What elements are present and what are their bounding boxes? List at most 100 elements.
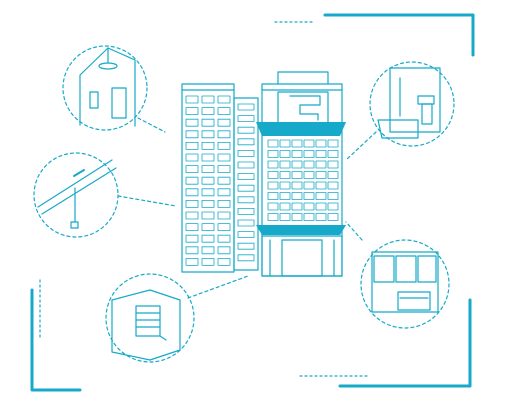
window — [185, 118, 199, 127]
window — [217, 118, 231, 127]
kitchen-callout — [345, 221, 450, 329]
window — [217, 234, 231, 243]
window — [185, 130, 199, 139]
balcony-window — [237, 207, 255, 215]
frame-corners — [30, 13, 475, 392]
left-tower-balcony-windows — [237, 103, 255, 262]
ceiling-lamp-icon — [98, 62, 118, 70]
window — [201, 176, 215, 185]
window — [185, 107, 199, 115]
window — [217, 211, 231, 220]
balcony-window — [291, 181, 303, 190]
balcony-window — [237, 219, 255, 227]
balcony-window — [267, 139, 279, 148]
window — [201, 234, 215, 243]
window — [217, 188, 231, 197]
balcony-window — [327, 171, 339, 179]
balcony-window — [327, 192, 339, 200]
window — [185, 153, 199, 162]
balcony-window — [279, 192, 291, 200]
balcony-window — [279, 139, 291, 148]
balcony-window — [267, 192, 279, 200]
window — [201, 153, 215, 162]
balcony-window — [237, 231, 255, 239]
balcony-window — [303, 181, 315, 190]
balcony-window — [315, 192, 327, 200]
bathtub-icon — [377, 119, 419, 139]
balcony-window — [267, 160, 279, 169]
balcony-window — [279, 171, 291, 179]
window — [185, 176, 199, 185]
balcony-window — [267, 181, 279, 190]
window — [217, 95, 231, 104]
balcony-window — [315, 202, 327, 211]
balcony-window — [327, 150, 339, 158]
lower-terrace-slab — [256, 225, 346, 235]
balcony-window — [279, 213, 291, 221]
balcony-window — [291, 213, 303, 221]
balcony-window — [291, 192, 303, 200]
balcony-window — [291, 202, 303, 211]
balcony-window — [279, 160, 291, 169]
window — [201, 257, 215, 266]
balcony-window — [267, 171, 279, 179]
balcony-window — [237, 103, 255, 111]
balcony-window — [303, 160, 315, 169]
balcony-window — [327, 181, 339, 190]
balcony-window — [279, 181, 291, 190]
balcony-window — [315, 171, 327, 179]
window — [185, 199, 199, 208]
balcony-window — [237, 184, 255, 192]
kitchen-icon — [373, 255, 395, 283]
window — [185, 141, 199, 150]
balcony-window — [303, 171, 315, 179]
balcony-window — [327, 202, 339, 211]
window — [185, 211, 199, 220]
balcony-window — [315, 150, 327, 158]
balcony-window — [303, 139, 315, 148]
balcony-window — [303, 192, 315, 200]
window — [185, 234, 199, 243]
ceiling-light-callout — [62, 45, 166, 133]
right-tower-balcony-grid — [267, 139, 339, 221]
balcony-window — [303, 213, 315, 221]
balcony-window — [303, 150, 315, 158]
window — [217, 107, 231, 115]
window — [201, 130, 215, 139]
balcony-window — [291, 160, 303, 169]
corner-bottom-right — [338, 298, 472, 388]
window — [201, 141, 215, 150]
balcony-window — [327, 160, 339, 169]
balcony-window — [267, 213, 279, 221]
balcony-window — [237, 173, 255, 181]
balcony-window — [327, 213, 339, 221]
window — [185, 188, 199, 197]
cable-trunking-callout — [33, 152, 177, 238]
left-tower-windows — [185, 95, 231, 266]
window — [201, 107, 215, 115]
balcony-window — [267, 150, 279, 158]
balcony-window — [237, 254, 255, 262]
balcony-window — [315, 181, 327, 190]
balcony-window — [267, 202, 279, 211]
bathroom-callout — [345, 61, 455, 161]
balcony-window — [315, 213, 327, 221]
balcony-window — [237, 126, 255, 134]
balcony-window — [315, 160, 327, 169]
balcony-window — [237, 115, 255, 122]
window — [201, 165, 215, 174]
balcony-window — [237, 149, 255, 157]
balcony-window — [279, 202, 291, 211]
window — [201, 118, 215, 127]
window — [201, 95, 215, 104]
window-icon — [135, 305, 161, 337]
window — [201, 199, 215, 208]
window — [217, 153, 231, 162]
window — [217, 141, 231, 150]
window — [201, 223, 215, 232]
window — [217, 246, 231, 255]
window — [185, 95, 199, 104]
window — [185, 246, 199, 255]
window-callout — [105, 273, 249, 363]
balcony-window — [327, 139, 339, 148]
